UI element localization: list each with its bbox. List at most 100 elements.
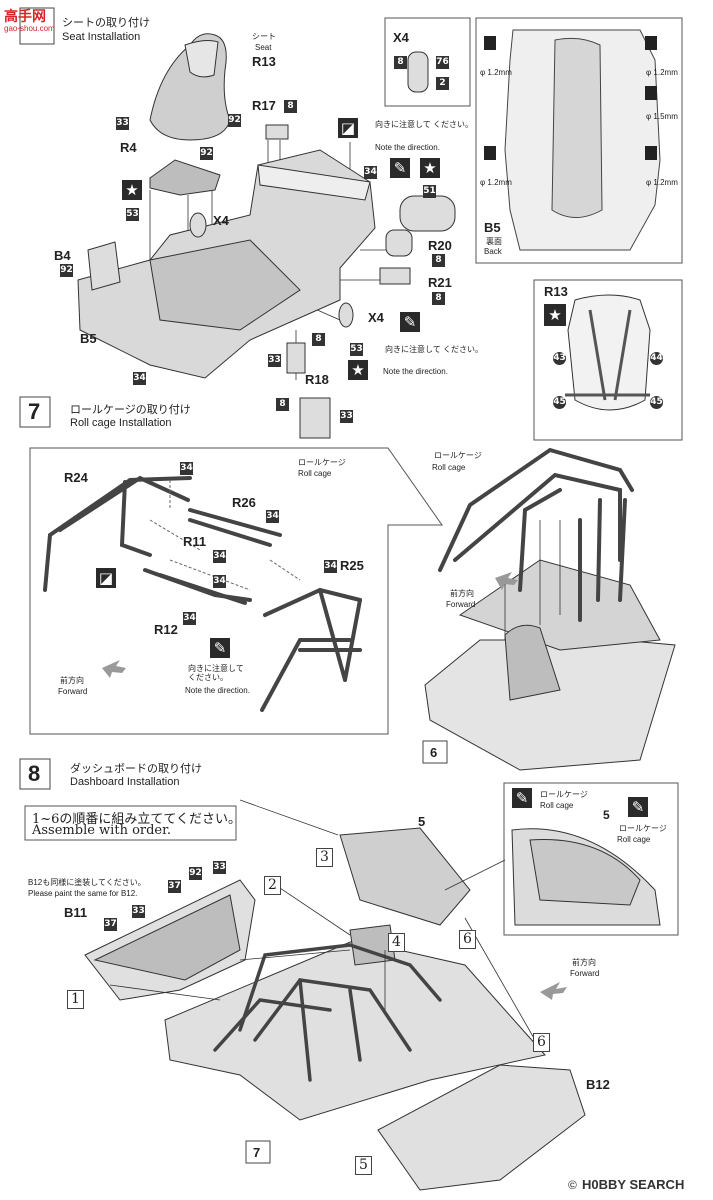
step8-title-en: Dashboard Installation [70,776,180,788]
step5-reference: 5 [418,814,426,829]
part-b11: B11 [64,905,88,920]
color-76: 76 [436,56,449,69]
part-r17: R17 [252,98,276,113]
part-r13: R13 [252,54,276,69]
color-34: 34 [183,612,196,625]
forward-label-ja: 前方向 [60,676,84,685]
part-r11: R11 [183,534,207,549]
order-mark-2: 2 [264,876,281,895]
paint-drop-icon: ✎ [512,788,532,808]
assemble-note-ja: 1~6の順番に組み立ててください。 [32,812,242,827]
rollcage-label-ja: ロールケージ [434,451,482,460]
part-r21: R21 [428,275,452,290]
rollcage-label-ja: ロールケージ [298,458,346,467]
color-44: 44 [650,352,663,365]
drill-size-label: φ 1.5mm [646,112,678,121]
part-r12: R12 [154,622,178,637]
color-92: 92 [228,114,241,127]
color-8: 8 [432,292,445,305]
star-icon: ★ [544,304,566,326]
color-45: 45 [553,396,566,409]
watermark-url: gao-shou.com [4,24,55,33]
forward-label-en: Forward [570,969,600,978]
color-33: 33 [132,905,145,918]
color-34: 34 [324,560,337,573]
assemble-note-en: Assemble with order. [32,823,172,838]
direction-note-en: Note the direction. [383,367,448,376]
direction-note-ja: 向きに注意して ください。 [375,120,473,129]
color-53: 53 [350,343,363,356]
seat-label-ja: シート [252,32,276,41]
color-34: 34 [133,372,146,385]
part-r18: R18 [305,372,329,387]
color-8: 8 [432,254,445,267]
paint-drop-icon: ✎ [390,158,410,178]
forward-label-ja: 前方向 [572,958,596,967]
direction-note-en: Note the direction. [185,686,250,695]
gradient-paint-icon: ◪ [96,568,116,588]
part-b4: B4 [54,248,71,263]
color-33: 33 [268,354,281,367]
color-43: 43 [553,352,566,365]
color-34: 34 [364,166,377,179]
step7-title-en: Roll cage Installation [70,417,172,429]
watermark-logo: 高手网 [4,8,46,24]
color-34: 34 [180,462,193,475]
color-34: 34 [213,575,226,588]
step7-number: 7 [28,399,41,424]
order-mark-1: 1 [67,990,84,1009]
color-37: 37 [168,880,181,893]
color-8: 8 [312,333,325,346]
forward-label-en: Forward [446,600,476,609]
paint-drop-icon: ✎ [628,797,648,817]
drill-size-label: φ 1.2mm [480,68,512,77]
color-92: 92 [60,264,73,277]
order-mark-6: 6 [533,1033,550,1052]
color-2: 2 [436,77,449,90]
seat-label-en: Seat [255,43,272,52]
color-8: 8 [276,398,289,411]
star-icon: ★ [348,360,368,380]
drill-size-label: φ 1.2mm [646,178,678,187]
step8-title-ja: ダッシュボードの取り付け [70,763,202,775]
paint-note-ja: B12も同様に塗装してください。 [28,878,146,887]
step7-title-ja: ロールケージの取り付け [70,404,191,416]
step6-title-en: Seat Installation [62,31,141,43]
drill-size-label: φ 1.2mm [646,68,678,77]
part-r4: R4 [120,140,137,155]
color-92: 92 [189,867,202,880]
part-x4: X4 [368,310,384,325]
order-mark-6: 6 [459,930,476,949]
gradient-paint-icon: ◪ [338,118,358,138]
part-r24: R24 [64,470,88,485]
rollcage-label-en: Roll cage [432,463,466,472]
color-33: 33 [213,861,226,874]
step6-reference: 6 [430,745,438,760]
part-r20: R20 [428,238,452,253]
part-r26: R26 [232,495,256,510]
step8-number: 8 [28,761,41,786]
color-8: 8 [394,56,407,69]
direction-note-ja: 向きに注意して ください。 [385,345,483,354]
part-b5: B5 [80,331,97,346]
paint-drop-icon: ✎ [400,312,420,332]
forward-label-en: Forward [58,687,88,696]
color-8: 8 [284,100,297,113]
color-92: 92 [200,147,213,160]
brand-watermark: H0BBY SEARCH [582,1177,685,1192]
order-mark-3: 3 [316,848,333,867]
part-b5: B5 [484,220,501,235]
color-53: 53 [126,208,139,221]
paint-note-en: Please paint the same for B12. [28,889,138,898]
part-b12: B12 [586,1077,610,1092]
part-x4: X4 [393,30,409,45]
step5-reference: 5 [603,808,610,822]
star-icon: ★ [122,180,142,200]
order-mark-5: 5 [355,1156,372,1175]
rollcage-label-en: Roll cage [540,801,574,810]
color-51: 51 [423,185,436,198]
rollcage-label-ja: ロールケージ [619,824,667,833]
drill-size-label: φ 1.2mm [480,178,512,187]
rollcage-label-en: Roll cage [298,469,332,478]
back-label-en: Back [484,247,502,256]
